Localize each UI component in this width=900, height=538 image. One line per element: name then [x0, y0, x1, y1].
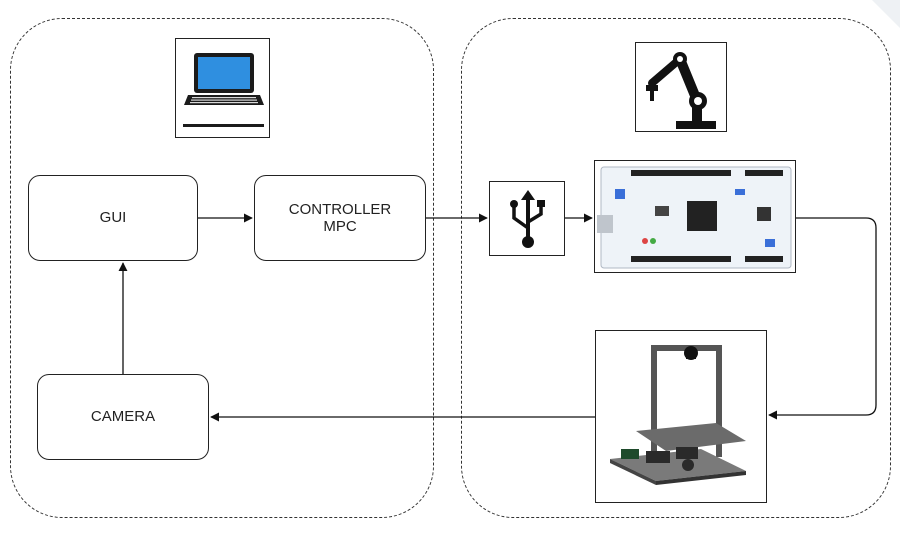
camera-rig-platform [595, 330, 767, 503]
microcontroller-board [594, 160, 796, 273]
robot-arm-icon [635, 42, 727, 132]
gui-label: GUI [99, 209, 127, 227]
page-corner-decoration [872, 0, 900, 28]
arrow-board-to-rig [768, 217, 877, 420]
laptop-icon [175, 38, 270, 138]
controller-sublabel: MPC [323, 218, 357, 235]
pc-region [10, 18, 434, 518]
robot-region [461, 18, 891, 518]
controller-node: CONTROLLER MPC [254, 175, 426, 261]
camera-node: CAMERA [37, 374, 209, 460]
camera-label: CAMERA [90, 408, 156, 426]
gui-node: GUI [28, 175, 198, 261]
controller-label: CONTROLLER [288, 200, 392, 218]
usb-icon [489, 181, 565, 256]
